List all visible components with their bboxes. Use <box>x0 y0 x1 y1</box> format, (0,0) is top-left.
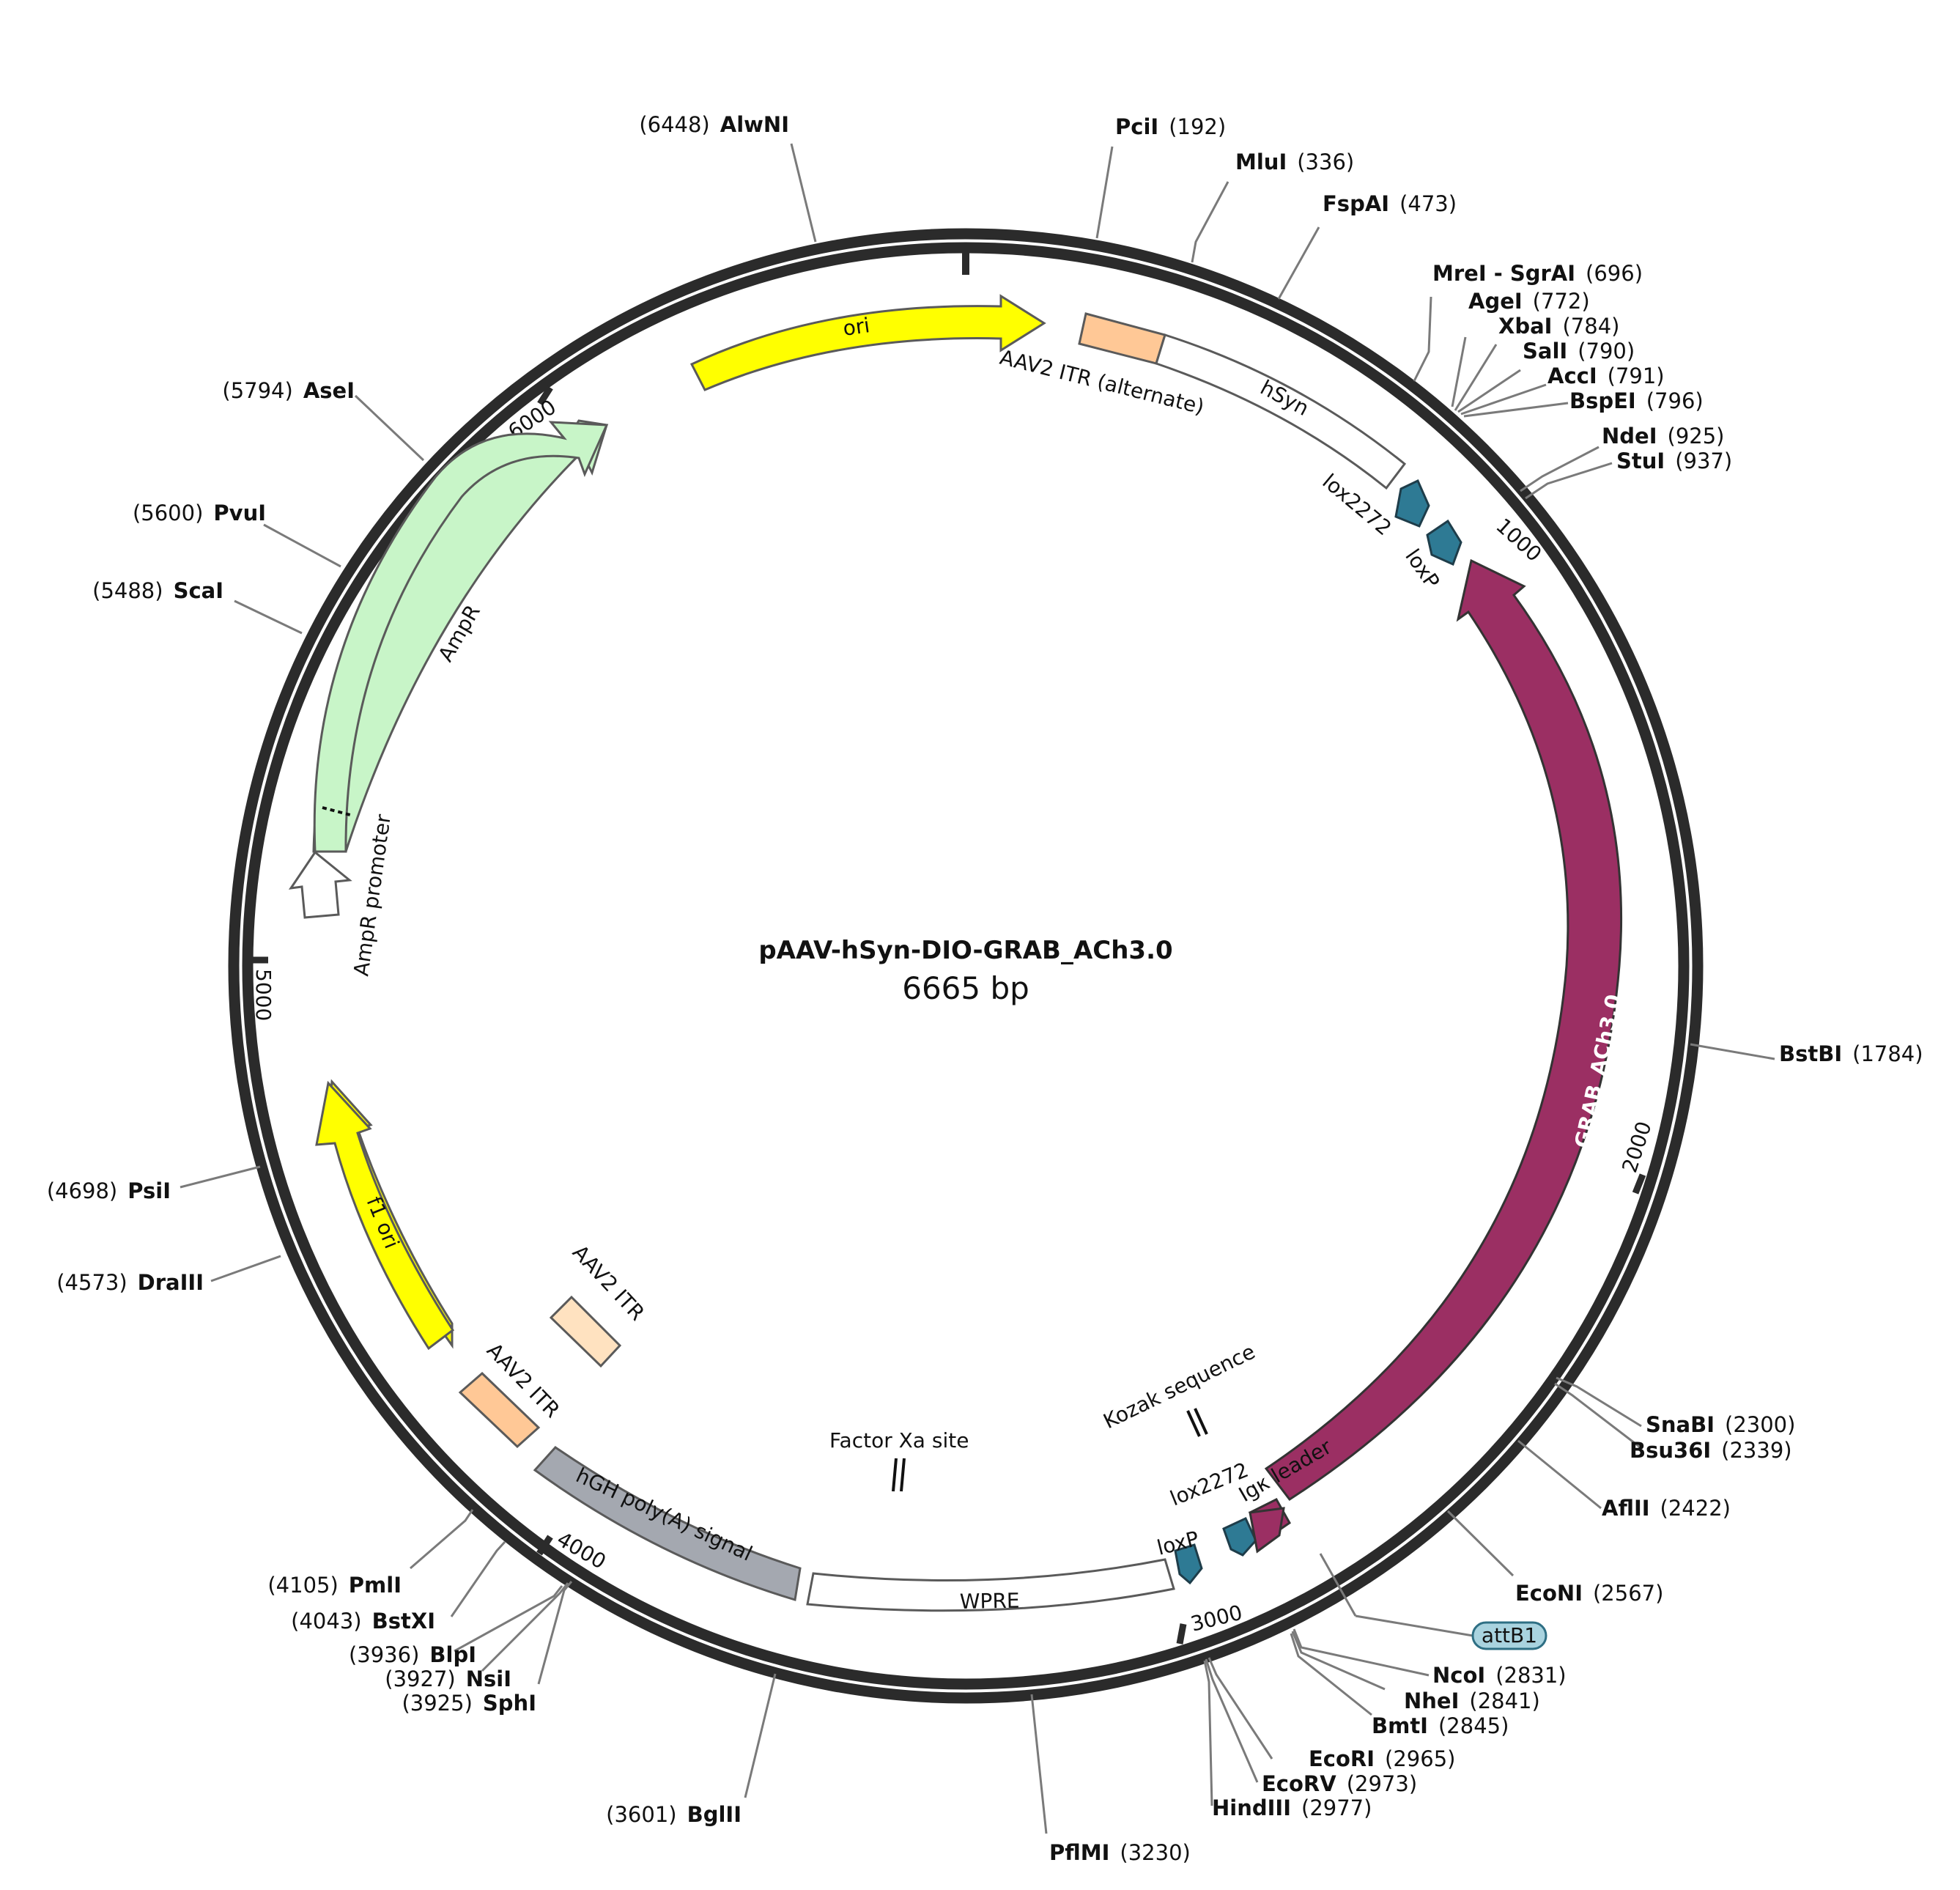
site-alwni: (6448)AlwNI <box>639 112 789 137</box>
site-mrei-sgrai: MreI - SgrAI(696) <box>1432 261 1643 286</box>
ampr-promoter-feature <box>288 850 352 919</box>
hsyn-feature <box>1155 333 1407 490</box>
loxp-lower-feature <box>1174 1543 1203 1585</box>
site-bstbi: BstBI(1784) <box>1779 1041 1923 1066</box>
site-sphi: (3925)SphI <box>402 1691 536 1716</box>
wpre-feature <box>806 1558 1175 1612</box>
ori-feature <box>689 294 1046 391</box>
tick-1000 <box>1534 528 1550 550</box>
aav2-itr-lower-feature <box>458 1371 541 1449</box>
site-pmli: (4105)PmlI <box>267 1573 402 1598</box>
site-blpi: (3936)BlpI <box>349 1642 476 1667</box>
aav2-itr-alternate-feature <box>1078 312 1166 365</box>
site-aflii: AflII(2422) <box>1602 1496 1731 1521</box>
tick-6000 <box>537 385 553 406</box>
tick-2000 <box>1632 1173 1646 1195</box>
plasmid-length: 6665 bp <box>902 970 1029 1006</box>
factor-xa-site-label: Factor Xa site <box>829 1428 969 1452</box>
site-nhei: NheI(2841) <box>1404 1688 1540 1713</box>
site-draiii: (4573)DraIII <box>56 1270 204 1295</box>
ampr-arrow <box>313 421 609 853</box>
site-pflmi: PflMI(3230) <box>1049 1840 1191 1865</box>
site-stui: StuI(937) <box>1616 448 1732 473</box>
site-psii: (4698)PsiI <box>47 1178 171 1203</box>
site-pvui: (5600)PvuI <box>133 501 266 525</box>
attb1-feature: attB1 <box>1319 1553 1547 1650</box>
backbone-inner-ring <box>242 242 1690 1690</box>
loxp-upper-feature <box>1426 519 1462 566</box>
site-leaders <box>180 143 1775 1834</box>
site-ecori: EcoRI(2965) <box>1309 1746 1455 1771</box>
site-xbai: XbaI(784) <box>1498 314 1619 339</box>
igk-arrow-feature <box>1249 1507 1285 1554</box>
kozak-sequence-label: Kozak sequence <box>1100 1340 1260 1434</box>
site-snabi: SnaBI(2300) <box>1646 1412 1795 1437</box>
site-econi: EcoNI(2567) <box>1515 1581 1663 1606</box>
lox2272-upper-feature <box>1394 479 1430 528</box>
hgh-polya-feature <box>533 1446 802 1601</box>
factor-xa-site-feature <box>892 1458 906 1492</box>
site-ncoi: NcoI(2831) <box>1432 1663 1567 1688</box>
tick-label-5000: 5000 <box>251 969 275 1021</box>
grab-ach3-feature <box>1264 558 1623 1502</box>
site-bspei: BspEI(796) <box>1569 388 1704 413</box>
attb1-label: attB1 <box>1482 1623 1537 1647</box>
site-bstxi: (4043)BstXI <box>291 1609 435 1634</box>
site-acci: AccI(791) <box>1547 363 1665 388</box>
site-bmti: BmtI(2845) <box>1372 1713 1509 1738</box>
site-hindiii: HindIII(2977) <box>1212 1795 1372 1820</box>
site-ndei: NdeI(925) <box>1602 424 1724 448</box>
backbone <box>228 228 1704 1704</box>
site-scai: (5488)ScaI <box>92 578 223 603</box>
plasmid-name: pAAV-hSyn-DIO-GRAB_ACh3.0 <box>758 936 1172 965</box>
tick-4000 <box>536 1535 553 1556</box>
f1-ori-body <box>315 1080 455 1351</box>
site-bglii: (3601)BglII <box>606 1802 742 1827</box>
backbone-outer-ring <box>228 228 1704 1704</box>
site-asei: (5794)AseI <box>222 378 355 403</box>
site-labels: PciI(192) MluI(336) FspAI(473) MreI - Sg… <box>47 112 1923 1865</box>
site-bsu36i: Bsu36I(2339) <box>1630 1438 1792 1463</box>
site-sali: SalI(790) <box>1523 339 1635 363</box>
wpre-label: WPRE <box>960 1589 1020 1614</box>
lox2272-lower-feature <box>1222 1517 1257 1557</box>
site-nsii: (3927)NsiI <box>385 1666 511 1691</box>
site-mlui: MluI(336) <box>1235 149 1354 174</box>
lox2272-lower-label: lox2272 <box>1166 1458 1251 1511</box>
kozak-sequence-feature <box>1186 1408 1208 1437</box>
site-fspai: FspAI(473) <box>1323 191 1457 216</box>
ori-label: ori <box>841 313 871 341</box>
site-pcii: PciI(192) <box>1115 114 1226 139</box>
site-agei: AgeI(772) <box>1468 289 1590 314</box>
ampr-promoter-label: AmpR promoter <box>349 813 396 978</box>
tick-3000 <box>1176 1623 1187 1644</box>
aav2-itr-inner-feature <box>549 1295 622 1368</box>
site-ecorv: EcoRV(2973) <box>1262 1771 1417 1796</box>
